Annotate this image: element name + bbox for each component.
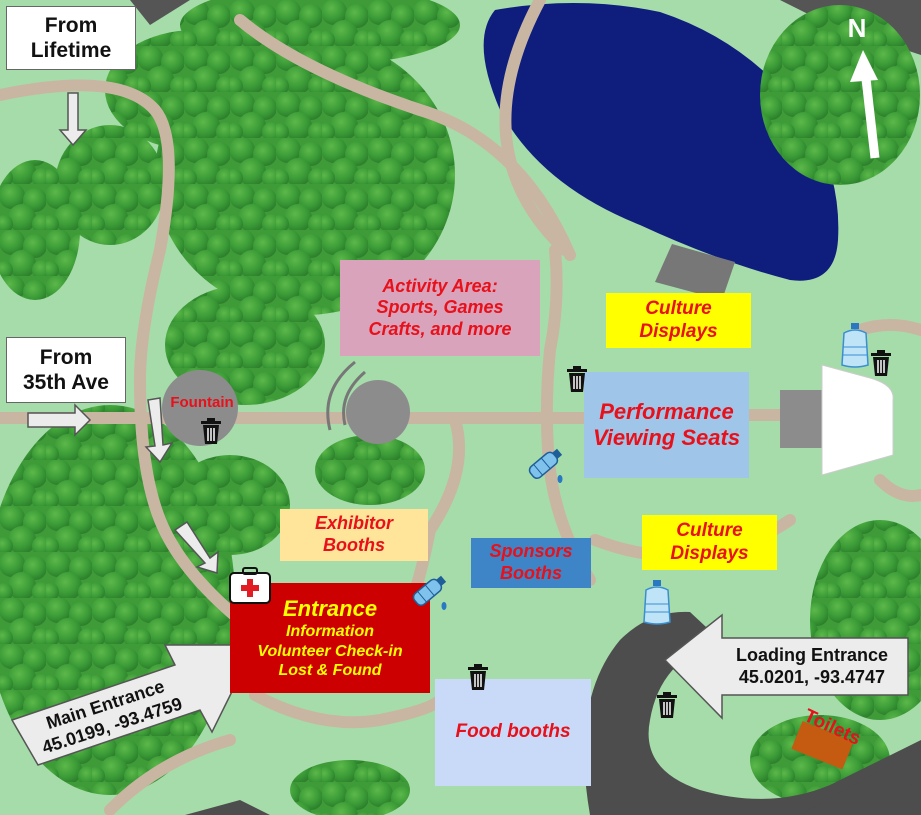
boat-launch	[655, 244, 735, 300]
road-corner-bottom-left	[185, 800, 270, 815]
sign-from-lifetime-line2: Lifetime	[30, 39, 112, 62]
performance-viewing-seats: Performance Viewing Seats	[584, 372, 749, 478]
culture-displays-bottom: Culture Displays	[642, 515, 777, 570]
activity-area-line1: Activity Area:	[382, 275, 498, 296]
culture-bottom-line2: Displays	[670, 542, 749, 564]
trash-can-icon	[201, 418, 221, 444]
entrance-line3: Lost & Found	[278, 661, 382, 679]
sponsors-line2: Booths	[500, 563, 562, 583]
performance-line2: Viewing Seats	[592, 425, 741, 450]
entrance-title: Entrance	[282, 596, 378, 622]
road-corner-bottom-right	[800, 770, 921, 815]
performance-line1: Performance	[599, 398, 734, 424]
water-jug-icon	[643, 580, 671, 625]
activity-area: Activity Area: Sports, Games Crafts, and…	[340, 260, 540, 356]
trash-can-icon	[567, 366, 587, 392]
sponsors-booths: Sponsors Booths	[471, 538, 591, 588]
north-arrow-icon	[850, 50, 880, 159]
toilets-building	[791, 720, 854, 770]
loading-entrance-label: Loading Entrance 45.0201, -93.4747	[716, 640, 908, 694]
trash-can-icon	[468, 664, 488, 690]
fountain-plaza	[162, 370, 238, 446]
lake	[483, 2, 839, 281]
culture-bottom-line1: Culture	[676, 519, 743, 541]
water-bottle-icon	[412, 575, 447, 610]
culture-displays-top: Culture Displays	[606, 293, 751, 348]
sign-from-35th-ave: From 35th Ave	[6, 337, 126, 403]
sign-from-lifetime: From Lifetime	[6, 6, 136, 70]
food-booths: Food booths	[435, 679, 591, 786]
activity-area-line2: Sports, Games	[376, 297, 504, 318]
exhibitor-line1: Exhibitor	[314, 513, 393, 534]
sign-from-35th-line1: From	[39, 345, 93, 369]
exhibitor-line2: Booths	[323, 535, 385, 555]
sign-from-lifetime-line1: From	[44, 13, 98, 37]
culture-top-line1: Culture	[645, 297, 712, 319]
trash-can-icon	[871, 350, 891, 376]
stage-shell	[821, 364, 894, 476]
loading-entrance-arrow	[663, 613, 909, 720]
compass-letter: N	[847, 13, 867, 44]
entrance-line1: Information	[286, 623, 374, 641]
fountain-label: Fountain	[170, 394, 234, 411]
loading-entrance-coords: 45.0201, -93.4747	[738, 667, 886, 687]
loading-entrance-title: Loading Entrance	[735, 645, 888, 666]
food-booths-label: Food booths	[455, 721, 571, 743]
entrance-line2: Volunteer Check-in	[257, 642, 403, 660]
first-aid-kit-icon	[229, 567, 271, 604]
direction-arrow-icon	[27, 92, 219, 574]
activity-area-line3: Crafts, and more	[368, 318, 512, 339]
sponsors-line1: Sponsors	[489, 541, 573, 562]
culture-top-line2: Displays	[639, 320, 718, 342]
center-plaza	[346, 380, 410, 444]
trash-can-icon	[657, 692, 677, 718]
stage-base	[780, 390, 822, 448]
exhibitor-booths: Exhibitor Booths	[280, 509, 428, 561]
water-bottle-icon	[528, 448, 563, 483]
building-top-left	[130, 0, 190, 25]
water-jug-icon	[841, 323, 869, 368]
sign-from-35th-line2: 35th Ave	[23, 371, 109, 394]
